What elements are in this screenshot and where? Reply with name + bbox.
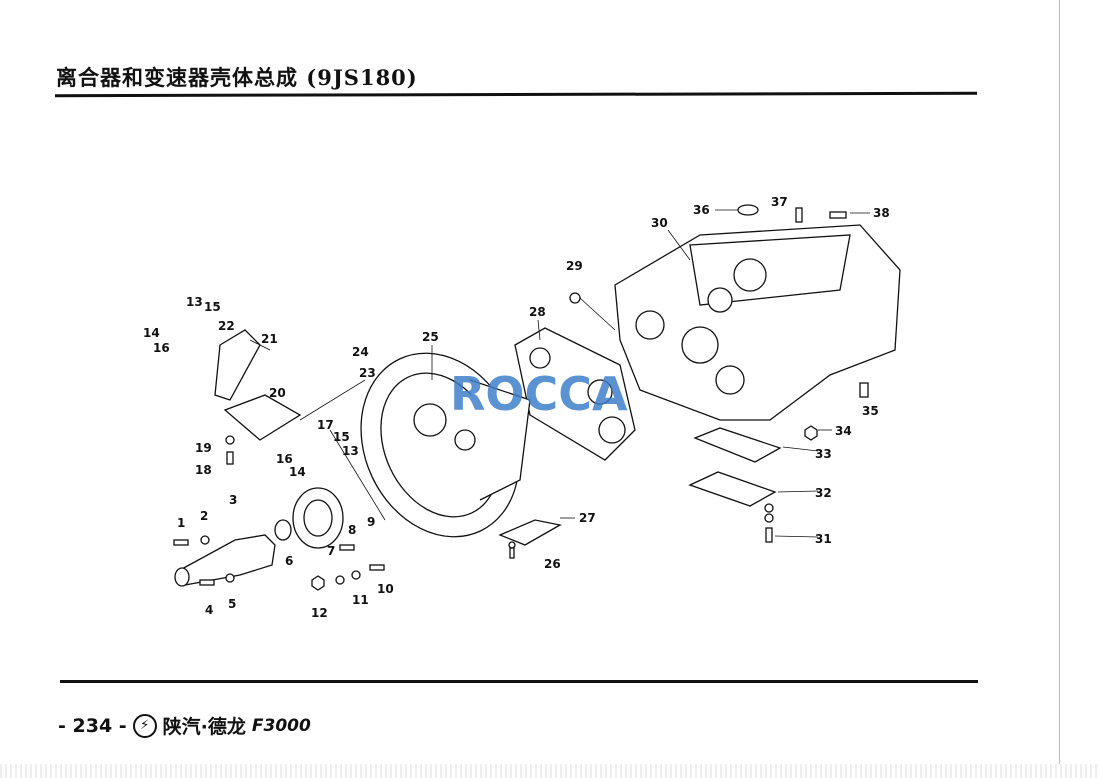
callout-28: 28 [529, 305, 546, 319]
callout-2: 2 [200, 509, 208, 523]
model-name: F3000 [251, 715, 311, 736]
brand-name: 陕汽·德龙 [162, 716, 246, 738]
callout-14b: 14 [289, 465, 306, 479]
scan-strip [0, 764, 1100, 778]
callout-35: 35 [862, 404, 879, 418]
page-edge [1059, 0, 1060, 778]
callout-17: 17 [317, 418, 334, 432]
callout-20: 20 [269, 386, 286, 400]
page-title: 离合器和变速器壳体总成 (9JS180) [56, 65, 418, 90]
callout-25: 25 [422, 330, 439, 344]
callout-8: 8 [348, 523, 356, 537]
input-shaft-bearing-cover [179, 534, 276, 586]
callout-16: 16 [153, 341, 170, 355]
callout-26: 26 [544, 557, 561, 571]
seal-6 [274, 519, 292, 541]
cover-plate-33 [693, 427, 782, 463]
callout-13b: 13 [342, 444, 359, 458]
shaanxi-logo-icon: ⚡ [132, 713, 157, 738]
callout-33: 33 [815, 447, 832, 461]
callout-10: 10 [377, 582, 394, 596]
callout-11: 11 [352, 593, 369, 607]
callout-37: 37 [771, 195, 788, 209]
callout-38: 38 [873, 206, 890, 220]
callout-31: 31 [815, 532, 832, 546]
callout-30: 30 [651, 216, 668, 230]
callout-22: 22 [218, 319, 235, 333]
callout-7: 7 [327, 544, 335, 558]
callout-15: 15 [204, 300, 221, 314]
callout-23: 23 [359, 366, 376, 380]
callout-6: 6 [285, 554, 293, 568]
callout-16b: 16 [276, 452, 293, 466]
callout-14: 14 [143, 326, 160, 340]
callout-18: 18 [195, 463, 212, 477]
callout-34: 34 [835, 424, 852, 438]
parts-drawing [173, 204, 901, 591]
callout-4: 4 [205, 603, 213, 617]
page-footer: - 234 - ⚡ 陕汽·德龙 F3000 [58, 712, 311, 739]
callout-19: 19 [195, 441, 212, 455]
callout-15b: 15 [333, 430, 350, 444]
callout-13: 13 [186, 295, 203, 309]
callout-29: 29 [566, 259, 583, 273]
callout-24: 24 [352, 345, 369, 359]
fasteners [173, 204, 869, 591]
callout-numbers: 1 2 3 4 5 6 7 8 9 10 11 12 13 15 14 16 2… [143, 195, 890, 620]
callout-5: 5 [228, 597, 236, 611]
leader-lines [249, 209, 870, 538]
callout-27: 27 [579, 511, 596, 525]
callout-36: 36 [693, 203, 710, 217]
cover-plate-32 [688, 471, 777, 507]
page-number: - 234 - [58, 714, 127, 737]
callout-9: 9 [367, 515, 375, 529]
release-fork [214, 329, 261, 401]
callout-21: 21 [261, 332, 278, 346]
plate-27 [498, 519, 562, 546]
callout-12: 12 [311, 606, 328, 620]
footer-rule [60, 680, 978, 683]
bracket-20 [223, 394, 302, 441]
callout-1: 1 [177, 516, 185, 530]
watermark: ROCCA [450, 367, 628, 421]
callout-3: 3 [229, 493, 237, 507]
callout-32: 32 [815, 486, 832, 500]
